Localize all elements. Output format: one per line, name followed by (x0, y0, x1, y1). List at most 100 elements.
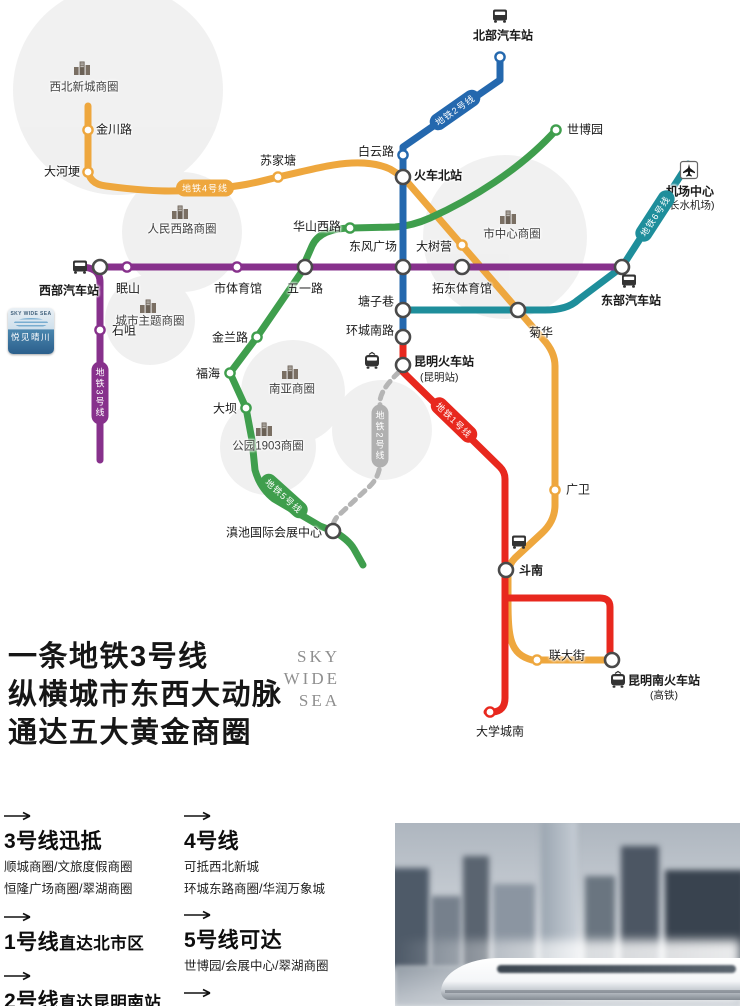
bus-icon (493, 9, 507, 23)
station-marker-dounan (497, 561, 515, 579)
station-marker-baiyunlu (397, 149, 409, 161)
info-sub: 环城东路商圈/华润万象城 (184, 881, 325, 896)
headline-line-3: 通达五大黄金商圈 (8, 717, 253, 749)
arrow-icon (184, 910, 211, 920)
arrow-icon (4, 971, 31, 981)
info-head-line5: 5号线可达 (184, 929, 283, 952)
station-label-shitiyuguan: 市体育馆 (213, 281, 263, 296)
brand-logo-en: SKY WIDE SEA (10, 311, 52, 317)
wave-icon (14, 318, 48, 328)
station-label-shiboyuan: 世博园 (567, 122, 604, 137)
info-head-line2: 2号线直达昆明南站 (4, 989, 182, 1006)
station-label-liandajie: 联大街 (549, 648, 586, 663)
line-1-path (399, 333, 509, 716)
arrow-icon (4, 912, 31, 922)
line-6-path (399, 160, 692, 314)
info-head-line4: 4号线 (184, 830, 240, 853)
station-marker-huochebei (394, 168, 412, 186)
station-label-jichang-sub: (长水机场) (665, 199, 715, 212)
line-2-dashed-label: 地铁2号线 (371, 404, 389, 468)
info-head-main: 2号线 (4, 990, 60, 1006)
station-label-dahegeng: 大河埂 (43, 164, 80, 179)
info-head-tail: 直达昆明南站 (59, 994, 162, 1006)
arrow-icon (184, 811, 211, 821)
airplane-icon (679, 160, 699, 180)
district-label-renmin: 人民西路商圈 (147, 223, 217, 236)
station-marker-huancheng (394, 328, 412, 346)
station-label-dianchi: 滇池国际会展中心 (225, 525, 322, 540)
info-column-right: 4号线 可抵西北新城 环城东路商圈/华润万象城 5号线可达 世博园/会展中心/翠… (184, 806, 392, 1006)
station-markers (82, 51, 631, 718)
station-marker-jinchuanlu (82, 124, 94, 136)
headline: 一条地铁3号线 纵横城市东西大动脉 通达五大黄金商圈 (8, 638, 283, 752)
info-head-tail: 直达北市区 (59, 935, 145, 953)
station-label-dongfeng: 东风广场 (348, 239, 397, 254)
station-marker-liandajie (531, 654, 543, 666)
station-label-dounan: 斗南 (519, 563, 544, 578)
station-marker-kunmingnan (603, 651, 621, 669)
district-label-gongyuan: 公园1903商圈 (232, 440, 304, 453)
station-label-kunmingzhan: 昆明火车站 (414, 354, 475, 369)
station-marker-wuyilu (296, 258, 314, 276)
district-circle-nanya (241, 340, 345, 444)
station-marker-tangzixiang (394, 301, 412, 319)
station-marker-daxuecheng (484, 706, 496, 718)
station-label-kunmingnan-sub: (高铁) (650, 689, 678, 702)
station-label-daba: 大坝 (212, 401, 237, 416)
station-label-baiyunlu: 白云路 (357, 144, 394, 159)
info-sub: 恒隆广场商圈/翠湖商圈 (4, 881, 133, 896)
station-label-shiju: 石咀 (112, 323, 137, 338)
station-marker-dongfeng (394, 258, 412, 276)
station-label-tangzixiang: 塘子巷 (357, 294, 394, 309)
info-head-line1: 1号线直达北市区 (4, 930, 182, 957)
station-marker-huashan (344, 222, 356, 234)
station-label-daxuecheng: 大学城南 (475, 724, 525, 739)
station-marker-mianshan (121, 261, 133, 273)
station-label-fuhai: 福海 (195, 366, 220, 381)
arrow-icon (184, 988, 211, 997)
train-icon (610, 670, 626, 689)
district-circle-chengshi (105, 275, 195, 365)
station-marker-xibu (91, 258, 109, 276)
station-label-guangwei: 广卫 (566, 482, 591, 497)
station-label-xibu: 西部汽车站 (38, 283, 100, 298)
station-label-juhua: 菊华 (529, 325, 554, 340)
district-label-shizhongxin: 市中心商圈 (483, 228, 541, 241)
station-label-kunmingzhan-sub: (昆明站) (420, 371, 459, 384)
station-label-huochebei: 火车北站 (414, 168, 463, 183)
bus-icon (622, 274, 636, 288)
city-photo (395, 823, 740, 1006)
station-label-dashuying: 大树营 (415, 239, 452, 254)
bus-icon (73, 260, 87, 274)
train-window-band (497, 965, 736, 973)
line-2-dashed-path (330, 369, 402, 530)
station-marker-shiju (94, 324, 106, 336)
info-sub: 世博园/会展中心/翠湖商圈 (184, 959, 329, 973)
station-marker-shiboyuan (550, 124, 562, 136)
train-icon (364, 351, 380, 370)
train-image (441, 958, 740, 1000)
station-marker-dianchi (324, 522, 342, 540)
station-marker-beibu (494, 51, 506, 63)
station-marker-jinlanlu (251, 331, 263, 343)
arrow-icon (4, 811, 31, 821)
brand-logo-cn: 悦见晴川 (10, 332, 51, 342)
station-label-beibu: 北部汽车站 (472, 28, 534, 43)
station-label-jinchuanlu: 金川路 (96, 122, 133, 137)
district-label-xibei: 西北新城商圈 (49, 81, 119, 94)
station-marker-tuodong (453, 258, 471, 276)
station-label-huashan: 华山西路 (292, 219, 341, 234)
headline-line-2: 纵横城市东西大动脉 (8, 679, 283, 711)
station-label-mianshan: 眠山 (115, 281, 141, 296)
station-label-jinlanlu: 金兰路 (211, 330, 248, 345)
station-label-tuodong: 拓东体育馆 (431, 281, 493, 296)
station-marker-dongbu (613, 258, 631, 276)
brand-wordmark-line-2: SEA (298, 691, 340, 710)
line-3-label: 地铁3号线 (91, 361, 109, 425)
brand-wordmark: SKY WIDE SEA (238, 646, 340, 712)
brand-wordmark-line-1: SKY WIDE (283, 647, 340, 688)
district-label-nanya: 南亚商圈 (269, 383, 315, 396)
info-head-main: 1号线 (4, 931, 60, 954)
station-label-jichang: 机场中心 (665, 184, 715, 199)
